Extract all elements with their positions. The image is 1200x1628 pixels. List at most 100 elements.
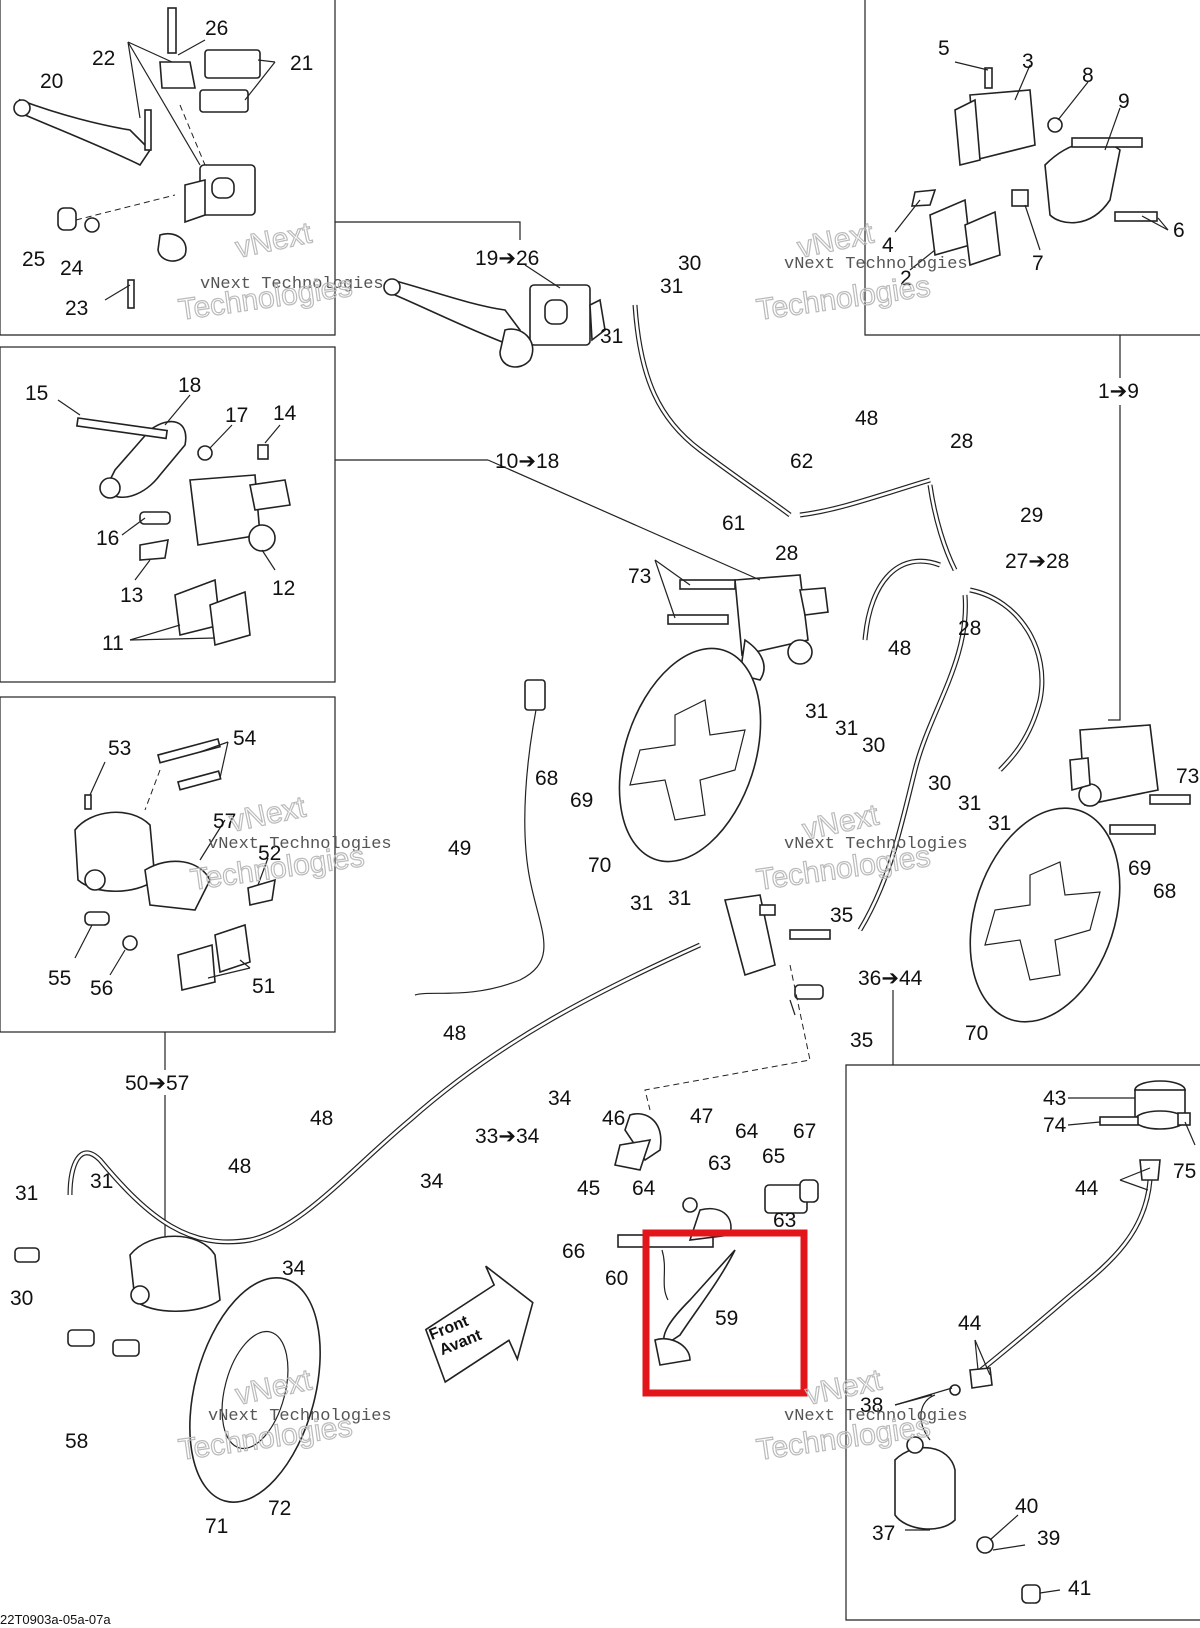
label-14: 14 xyxy=(273,402,297,425)
label-19-26: 19➔26 xyxy=(475,247,539,270)
label-51: 51 xyxy=(252,975,275,998)
label-29: 29 xyxy=(1020,504,1043,527)
label-22: 22 xyxy=(92,47,115,70)
label-17: 17 xyxy=(225,404,248,427)
label-8: 8 xyxy=(1082,64,1094,87)
document-code: 22T0903a-05a-07a xyxy=(0,1612,111,1627)
label-30-d: 30 xyxy=(10,1287,33,1310)
label-68-b: 68 xyxy=(1153,880,1176,903)
label-28-b: 28 xyxy=(775,542,798,565)
label-48-e: 48 xyxy=(228,1155,251,1178)
label-70-a: 70 xyxy=(588,854,611,877)
label-30-b: 30 xyxy=(862,734,885,757)
label-24: 24 xyxy=(60,257,84,280)
label-35-b: 35 xyxy=(850,1029,873,1052)
label-34-a: 34 xyxy=(548,1087,572,1110)
label-1-9: 1➔9 xyxy=(1098,380,1139,403)
part-labels: 20 22 26 21 25 24 23 5 3 8 9 4 2 7 6 19➔… xyxy=(10,17,1199,1600)
inset-rear-caliper xyxy=(74,737,276,991)
label-48-c: 48 xyxy=(443,1022,466,1045)
label-44-a: 44 xyxy=(1075,1177,1099,1200)
inset-rear-master-cylinder xyxy=(894,1080,1196,1604)
watermark-6: vNext Technologies xyxy=(784,1407,968,1426)
label-5: 5 xyxy=(938,37,950,60)
label-3: 3 xyxy=(1022,50,1034,73)
label-27-28: 27➔28 xyxy=(1005,550,1069,573)
watermark-2: vNext Technologies xyxy=(784,255,968,274)
label-70-b: 70 xyxy=(965,1022,988,1045)
label-67: 67 xyxy=(793,1120,816,1143)
label-58: 58 xyxy=(65,1430,88,1453)
label-68-a: 68 xyxy=(535,767,558,790)
label-54: 54 xyxy=(233,727,257,750)
label-2: 2 xyxy=(900,267,912,290)
label-66: 66 xyxy=(562,1240,585,1263)
label-52: 52 xyxy=(258,842,281,865)
main-front-left-caliper xyxy=(487,459,829,681)
label-11: 11 xyxy=(102,632,124,655)
main-brake-lines xyxy=(67,304,1045,1245)
label-73-b: 73 xyxy=(1176,765,1199,788)
label-48-b: 48 xyxy=(888,637,911,660)
main-rear-caliper xyxy=(14,1235,221,1357)
label-4: 4 xyxy=(882,234,894,257)
label-63-a: 63 xyxy=(708,1152,731,1175)
label-31-c: 31 xyxy=(805,700,828,723)
label-44-b: 44 xyxy=(958,1312,982,1335)
label-31-i: 31 xyxy=(15,1182,38,1205)
label-39: 39 xyxy=(1037,1527,1060,1550)
label-69-a: 69 xyxy=(570,789,593,812)
label-31-h: 31 xyxy=(668,887,691,910)
label-35-a: 35 xyxy=(830,904,853,927)
label-38: 38 xyxy=(860,1394,883,1417)
label-48-d: 48 xyxy=(310,1107,333,1130)
label-73-a: 73 xyxy=(628,565,651,588)
watermark-1: vNext Technologies xyxy=(200,275,384,294)
label-12: 12 xyxy=(272,577,295,600)
label-31-g: 31 xyxy=(630,892,653,915)
label-72: 72 xyxy=(268,1497,291,1520)
label-74: 74 xyxy=(1043,1114,1067,1137)
label-18: 18 xyxy=(178,374,201,397)
label-30-top: 30 xyxy=(678,252,701,275)
watermark-big-3: vNext xyxy=(227,790,310,838)
label-31-e: 31 xyxy=(958,792,981,815)
label-59: 59 xyxy=(715,1307,738,1330)
label-47: 47 xyxy=(690,1105,713,1128)
label-56: 56 xyxy=(90,977,113,1000)
label-26: 26 xyxy=(205,17,228,40)
label-23: 23 xyxy=(65,297,88,320)
label-34-b: 34 xyxy=(420,1170,444,1193)
label-71: 71 xyxy=(205,1515,228,1538)
label-6: 6 xyxy=(1173,219,1185,242)
label-31-j: 31 xyxy=(90,1170,113,1193)
label-16: 16 xyxy=(96,527,119,550)
label-25: 25 xyxy=(22,248,45,271)
label-31-f: 31 xyxy=(988,812,1011,835)
inset-front-right-caliper xyxy=(894,61,1169,271)
label-28-c: 28 xyxy=(958,617,981,640)
label-30-c: 30 xyxy=(928,772,951,795)
label-75: 75 xyxy=(1173,1160,1196,1183)
label-20: 20 xyxy=(40,70,63,93)
label-43: 43 xyxy=(1043,1087,1066,1110)
watermark-big-1: vNext xyxy=(233,216,316,264)
label-49: 49 xyxy=(448,837,471,860)
label-50-57: 50➔57 xyxy=(125,1072,189,1095)
label-33-34: 33➔34 xyxy=(475,1125,540,1148)
main-junction-block xyxy=(644,894,831,1111)
main-front-right-caliper xyxy=(1069,724,1191,835)
label-10-18: 10➔18 xyxy=(495,450,559,473)
label-55: 55 xyxy=(48,967,71,990)
label-34-c: 34 xyxy=(282,1257,306,1280)
label-61: 61 xyxy=(722,512,745,535)
label-21: 21 xyxy=(290,52,313,75)
label-41: 41 xyxy=(1068,1577,1091,1600)
label-48-a: 48 xyxy=(855,407,878,430)
watermark-5: vNext Technologies xyxy=(208,1407,392,1426)
label-31-top-b: 31 xyxy=(600,325,623,348)
label-40: 40 xyxy=(1015,1495,1038,1518)
label-62: 62 xyxy=(790,450,813,473)
